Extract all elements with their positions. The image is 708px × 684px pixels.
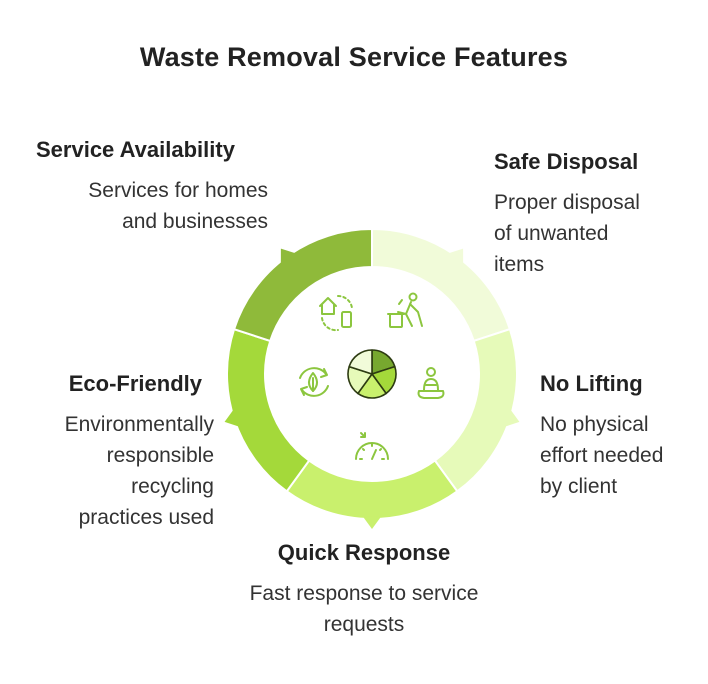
relaxed-person-icon (417, 367, 445, 399)
feature-eco-friendly: Eco-Friendly Environmentally responsible… (24, 371, 214, 533)
feature-title: Safe Disposal (494, 149, 639, 174)
pointer-safe-disposal (448, 248, 464, 264)
feature-title: No Lifting (540, 371, 643, 396)
feature-title: Quick Response (277, 540, 451, 565)
feature-description: Proper disposal of unwanted items (494, 191, 640, 276)
recycling-leaf-icon (299, 367, 329, 397)
feature-description: Fast response to service requests (249, 582, 479, 636)
home-and-phone-icon (319, 294, 353, 332)
pointer-quick-response (363, 516, 381, 529)
feature-description: Services for homes and businesses (88, 179, 268, 233)
speedometer-icon (355, 432, 389, 460)
feature-description: No physical effort needed by client (540, 413, 664, 498)
feature-safe-disposal: Safe Disposal Proper disposal of unwante… (494, 149, 694, 280)
feature-quick-response: Quick Response Fast response to service … (214, 540, 514, 640)
page-title: Waste Removal Service Features (139, 42, 569, 72)
pointer-eco-friendly (224, 409, 240, 427)
feature-no-lifting: No Lifting No physical effort needed by … (540, 371, 700, 502)
feature-service-availability: Service Availability Services for homes … (36, 137, 268, 237)
ring-segment-service-availability (232, 227, 373, 343)
hub-wedge-service-availability (348, 349, 373, 375)
pointer-no-lifting (504, 409, 520, 427)
feature-description: Environmentally responsible recycling pr… (64, 413, 214, 529)
feature-title: Service Availability (36, 137, 235, 162)
person-disposing-trash-icon (387, 292, 423, 328)
pointer-service-availability (280, 248, 296, 264)
feature-title: Eco-Friendly (68, 371, 202, 396)
